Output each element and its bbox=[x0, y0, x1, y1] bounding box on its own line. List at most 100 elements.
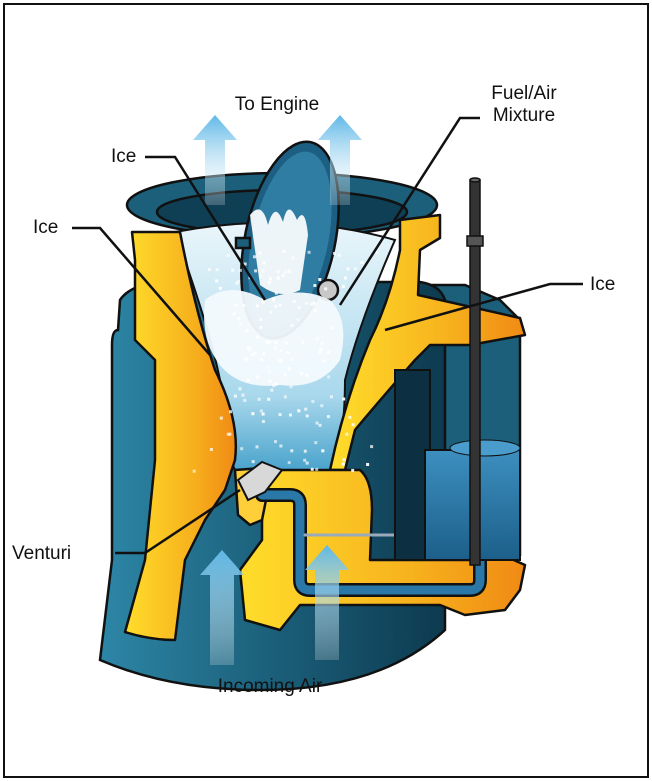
label-incoming-air: Incoming Air bbox=[217, 676, 323, 697]
mist-dot bbox=[259, 325, 263, 329]
mist-dot bbox=[267, 366, 271, 370]
mist-dot bbox=[278, 303, 282, 307]
mist-dot bbox=[316, 337, 319, 341]
mist-dot bbox=[268, 277, 272, 281]
mist-dot bbox=[238, 268, 242, 272]
mist-dot bbox=[228, 432, 232, 436]
label-fuel-air-mixture: Fuel/Air Mixture bbox=[474, 83, 574, 127]
mist-dot bbox=[273, 346, 277, 350]
mist-dot bbox=[319, 347, 323, 351]
mist-dot bbox=[226, 254, 230, 257]
mist-dot bbox=[209, 448, 213, 451]
mist-dot bbox=[254, 269, 258, 273]
mist-dot bbox=[270, 388, 274, 392]
mist-dot bbox=[320, 404, 324, 408]
mist-dot bbox=[259, 409, 263, 413]
mist-dot bbox=[353, 267, 357, 271]
mist-dot bbox=[332, 251, 336, 255]
mist-dot bbox=[235, 281, 239, 285]
mist-dot bbox=[283, 373, 287, 377]
mist-dot bbox=[289, 413, 292, 417]
figure-border bbox=[3, 3, 649, 778]
mist-dot bbox=[311, 400, 315, 403]
mist-dot bbox=[226, 432, 230, 436]
mist-dot bbox=[276, 270, 280, 274]
mist-dot bbox=[257, 397, 261, 401]
mist-dot bbox=[318, 423, 322, 427]
mist-dot bbox=[259, 318, 263, 321]
mist-dot bbox=[274, 291, 278, 295]
mist-dot bbox=[219, 416, 223, 420]
mist-dot bbox=[233, 394, 237, 398]
arrow-to-engine-left bbox=[193, 115, 237, 205]
mist-dot bbox=[245, 357, 248, 361]
mist-dot bbox=[320, 341, 324, 345]
mist-dot bbox=[207, 268, 211, 271]
mist-dot bbox=[272, 297, 276, 301]
mist-dot bbox=[314, 441, 318, 445]
mist-dot bbox=[268, 370, 272, 374]
float-needle-rod bbox=[466, 177, 484, 566]
ice-clump bbox=[204, 290, 344, 386]
air-arrows-incoming bbox=[200, 545, 349, 665]
mist-dot bbox=[370, 445, 374, 449]
mist-dot bbox=[240, 447, 244, 451]
mist-dot bbox=[262, 261, 266, 265]
mist-dot bbox=[274, 305, 278, 309]
mist-dot bbox=[304, 407, 308, 411]
mist-dot bbox=[237, 316, 241, 320]
mist-dot bbox=[256, 375, 260, 379]
mist-dot bbox=[253, 351, 257, 355]
mist-dot bbox=[326, 415, 330, 419]
mist-dot bbox=[290, 323, 294, 327]
mist-dot bbox=[246, 378, 250, 382]
label-ice-top: Ice bbox=[111, 146, 137, 167]
mist-dot bbox=[259, 274, 263, 278]
mist-dot bbox=[260, 358, 264, 362]
air-arrows-up-top bbox=[193, 115, 362, 205]
arrow-incoming-left bbox=[200, 550, 244, 665]
mist-dot bbox=[268, 379, 272, 383]
mist-dot bbox=[232, 312, 236, 316]
arrow-to-engine-right bbox=[318, 115, 362, 205]
mist-dot bbox=[256, 335, 260, 339]
mist-dot bbox=[310, 302, 314, 306]
mist-dot bbox=[344, 276, 347, 280]
mist-dot bbox=[267, 397, 271, 401]
mist-dot bbox=[366, 463, 370, 466]
mist-dot bbox=[245, 329, 249, 333]
mist-dot bbox=[229, 410, 232, 414]
mist-dot bbox=[329, 395, 333, 399]
mist-dot bbox=[287, 367, 291, 371]
mist-dot bbox=[305, 374, 309, 377]
mist-dot bbox=[282, 250, 286, 253]
mist-dot bbox=[310, 467, 314, 471]
mist-dot bbox=[272, 384, 276, 388]
mist-dot bbox=[342, 458, 346, 462]
mist-dot bbox=[327, 375, 331, 379]
mist-dot bbox=[269, 310, 273, 314]
mist-dot bbox=[291, 256, 295, 260]
mist-dot bbox=[215, 268, 219, 272]
mist-dot bbox=[242, 304, 246, 307]
mist-dot bbox=[321, 449, 325, 453]
mist-dot bbox=[256, 304, 259, 308]
mist-dot bbox=[248, 349, 252, 353]
mist-dot bbox=[243, 262, 247, 266]
mist-dot bbox=[238, 387, 242, 391]
mist-dot bbox=[346, 267, 350, 271]
mist-dot bbox=[192, 469, 196, 473]
label-to-engine: To Engine bbox=[234, 94, 320, 115]
mist-dot bbox=[342, 285, 345, 288]
label-ice-right: Ice bbox=[590, 274, 616, 295]
mist-dot bbox=[246, 346, 250, 350]
mist-dot bbox=[284, 270, 288, 274]
mist-dot bbox=[241, 393, 245, 397]
mist-dot bbox=[330, 326, 334, 330]
mist-dot bbox=[261, 269, 265, 273]
mist-dot bbox=[312, 301, 316, 305]
mist-dot bbox=[305, 461, 309, 465]
mist-dot bbox=[345, 432, 349, 436]
mist-dot bbox=[351, 423, 355, 427]
mist-dot bbox=[277, 359, 281, 363]
